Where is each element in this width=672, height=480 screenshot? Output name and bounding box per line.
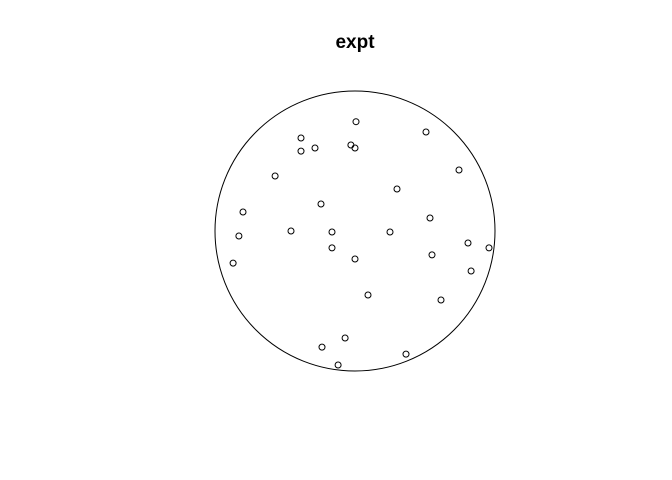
unit-circle bbox=[214, 90, 496, 372]
data-point-7 bbox=[351, 144, 359, 152]
data-point-8 bbox=[455, 166, 463, 174]
data-point-30 bbox=[334, 361, 342, 369]
data-point-16 bbox=[386, 228, 394, 236]
data-point-22 bbox=[351, 255, 359, 263]
chart-title: expt bbox=[335, 32, 375, 53]
data-point-29 bbox=[402, 350, 410, 358]
data-point-24 bbox=[467, 267, 475, 275]
data-point-19 bbox=[485, 244, 493, 252]
data-point-27 bbox=[341, 334, 349, 342]
data-point-17 bbox=[235, 232, 243, 240]
data-point-9 bbox=[271, 172, 279, 180]
data-point-2 bbox=[422, 128, 430, 136]
data-point-23 bbox=[229, 259, 237, 267]
data-point-3 bbox=[297, 134, 305, 142]
data-point-4 bbox=[311, 144, 319, 152]
data-point-11 bbox=[317, 200, 325, 208]
data-point-20 bbox=[328, 244, 336, 252]
data-points bbox=[229, 118, 493, 369]
data-point-10 bbox=[393, 185, 401, 193]
data-point-12 bbox=[239, 208, 247, 216]
data-point-5 bbox=[297, 147, 305, 155]
data-point-15 bbox=[328, 228, 336, 236]
data-point-14 bbox=[287, 227, 295, 235]
data-point-26 bbox=[437, 296, 445, 304]
data-point-21 bbox=[428, 251, 436, 259]
data-point-13 bbox=[426, 214, 434, 222]
data-point-25 bbox=[364, 291, 372, 299]
data-point-1 bbox=[352, 118, 360, 126]
data-point-18 bbox=[464, 239, 472, 247]
data-point-28 bbox=[318, 343, 326, 351]
